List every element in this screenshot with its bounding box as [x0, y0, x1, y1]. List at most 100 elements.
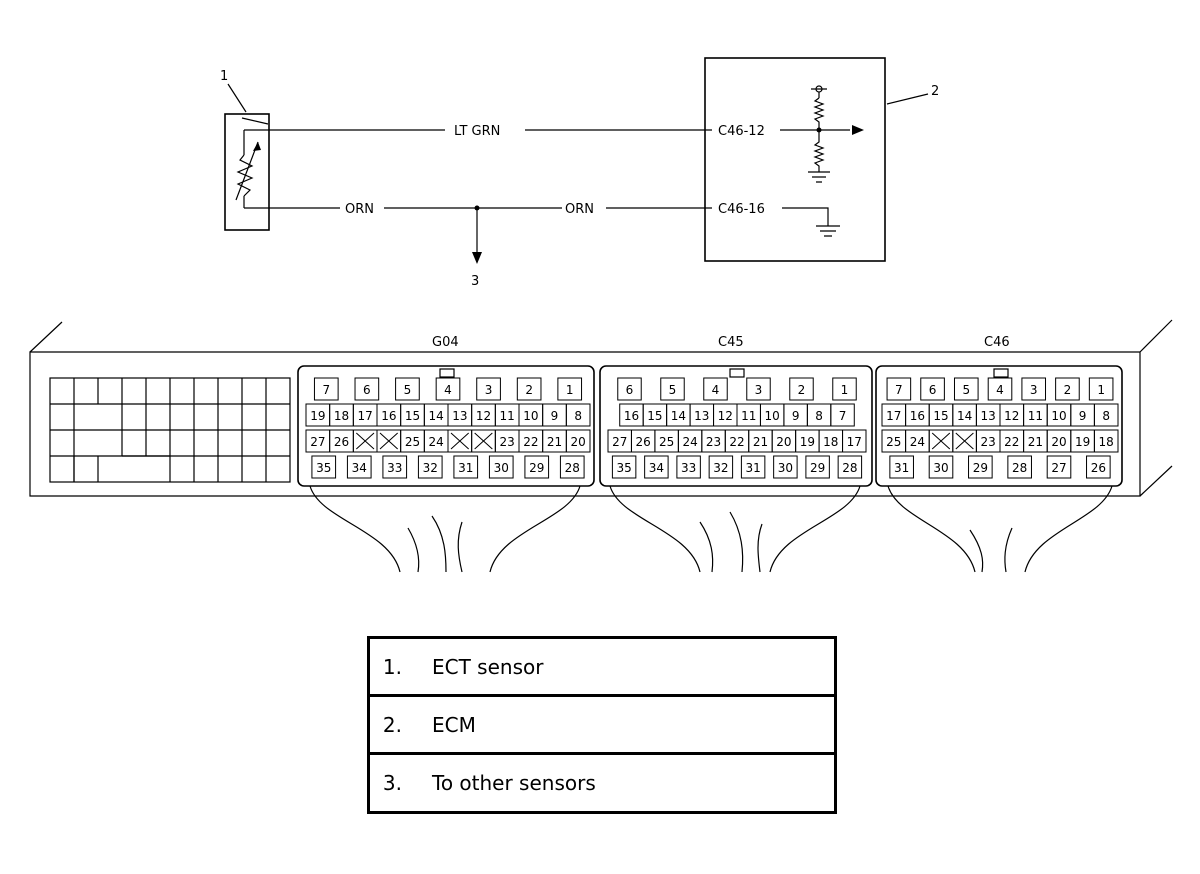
- pin-number: 5: [404, 383, 412, 397]
- pin-number: 5: [962, 383, 970, 397]
- pin-number: 3: [1030, 383, 1038, 397]
- pin-number: 3: [485, 383, 493, 397]
- wire-label-ltgrn: LT GRN: [454, 124, 500, 139]
- connector-frame-g04: [297, 365, 595, 487]
- pin-number: 17: [847, 435, 862, 449]
- pin-cell: [953, 377, 979, 401]
- pin-cell: [789, 377, 814, 401]
- callout-2-leader: [886, 93, 929, 105]
- pin-number: 2: [1064, 383, 1072, 397]
- thermistor-arrow-line: [235, 141, 259, 201]
- pin-number: 8: [574, 409, 582, 423]
- legend-number: 2.: [382, 712, 402, 737]
- pin-number: 35: [316, 461, 331, 475]
- connector-name-g04: G04: [432, 335, 459, 350]
- pin-cell: [617, 377, 642, 401]
- pin-cell: [354, 377, 380, 401]
- pin-cell: [837, 455, 863, 479]
- pin-cell: [565, 429, 591, 453]
- pin-number: 18: [1099, 435, 1114, 449]
- wire-label-orn-left: ORN: [345, 202, 374, 217]
- pin-number: 16: [910, 409, 925, 423]
- pin-number: 8: [1102, 409, 1110, 423]
- pin-number: 6: [363, 383, 371, 397]
- pin-number: 34: [352, 461, 367, 475]
- legend-row: 1. ECT sensor: [370, 639, 834, 697]
- pin-cell: [313, 377, 339, 401]
- pin-label-c46-12: C46-12: [718, 124, 765, 139]
- pin-number: 5: [669, 383, 677, 397]
- legend-number: 1.: [382, 654, 402, 679]
- pin-number: 21: [1028, 435, 1043, 449]
- pin-number: 24: [910, 435, 925, 449]
- connector-name-c46: C46: [984, 335, 1010, 350]
- pin-cell: [565, 403, 591, 427]
- wire-harness-bundles: [309, 485, 1113, 573]
- pin-number: 16: [624, 409, 639, 423]
- pin-cell: [676, 455, 701, 479]
- pin-blank-mark: [355, 432, 375, 450]
- pin-number: 13: [981, 409, 996, 423]
- pin-number: 22: [523, 435, 538, 449]
- pin-number: 27: [612, 435, 627, 449]
- callout-1: 1: [220, 69, 228, 84]
- pin-cell: [1046, 455, 1072, 479]
- pin-number: 4: [444, 383, 452, 397]
- pin-number: 2: [525, 383, 533, 397]
- connector-frame-c45: [599, 365, 873, 487]
- pin-number: 17: [886, 409, 901, 423]
- pin-number: 7: [839, 409, 847, 423]
- pin-number: 10: [1051, 409, 1066, 423]
- pin-number: 26: [1091, 461, 1106, 475]
- pin-cell: [660, 377, 685, 401]
- pin-number: 28: [842, 461, 857, 475]
- pin-cell: [417, 455, 443, 479]
- ecm-box: [704, 57, 886, 262]
- legend-number: 3.: [382, 771, 402, 795]
- ect-sensor-box: [224, 113, 270, 231]
- pin-number: 4: [712, 383, 720, 397]
- pin-number: 11: [500, 409, 515, 423]
- pin-cell: [395, 377, 420, 401]
- pin-number: 20: [571, 435, 586, 449]
- pin-number: 4: [996, 383, 1004, 397]
- pin-cell: [773, 455, 798, 479]
- pin-number: 19: [800, 435, 815, 449]
- pin-number: 6: [929, 383, 937, 397]
- pin-number: 15: [647, 409, 662, 423]
- ecm-ground-symbol-2: [816, 225, 840, 237]
- pin-cell: [476, 377, 501, 401]
- pin-cell: [435, 377, 461, 401]
- pin-cell: [382, 455, 408, 479]
- pin-number: 29: [973, 461, 988, 475]
- pin-label-c46-16: C46-16: [718, 202, 765, 217]
- pin-cell: [889, 455, 914, 479]
- pin-cell: [805, 455, 830, 479]
- pin-number: 1: [566, 383, 574, 397]
- pin-cell: [987, 377, 1013, 401]
- callout-2: 2: [931, 84, 939, 99]
- pin-number: 31: [458, 461, 473, 475]
- pin-number: 13: [452, 409, 467, 423]
- pin-number: 22: [1004, 435, 1019, 449]
- pin-number: 20: [776, 435, 791, 449]
- pin-cell: [928, 455, 954, 479]
- pin-number: 1: [1097, 383, 1105, 397]
- pin-number: 30: [933, 461, 948, 475]
- legend-text: ECT sensor: [432, 654, 544, 679]
- pin-number: 12: [1004, 409, 1019, 423]
- pin-number: 7: [322, 383, 330, 397]
- pin-number: 14: [957, 409, 972, 423]
- pin-cell: [524, 455, 550, 479]
- legend-text: ECM: [432, 712, 476, 737]
- ecm-housing-edges: [29, 319, 1173, 497]
- pin-cell: [311, 455, 337, 479]
- pin-blank-mark: [379, 432, 399, 450]
- pin-number: 14: [671, 409, 686, 423]
- pin-cell: [346, 455, 372, 479]
- pin-number: 13: [694, 409, 709, 423]
- pin-number: 34: [649, 461, 664, 475]
- connector-name-c45: C45: [718, 335, 744, 350]
- pin-number: 33: [387, 461, 402, 475]
- pin-number: 11: [1028, 409, 1043, 423]
